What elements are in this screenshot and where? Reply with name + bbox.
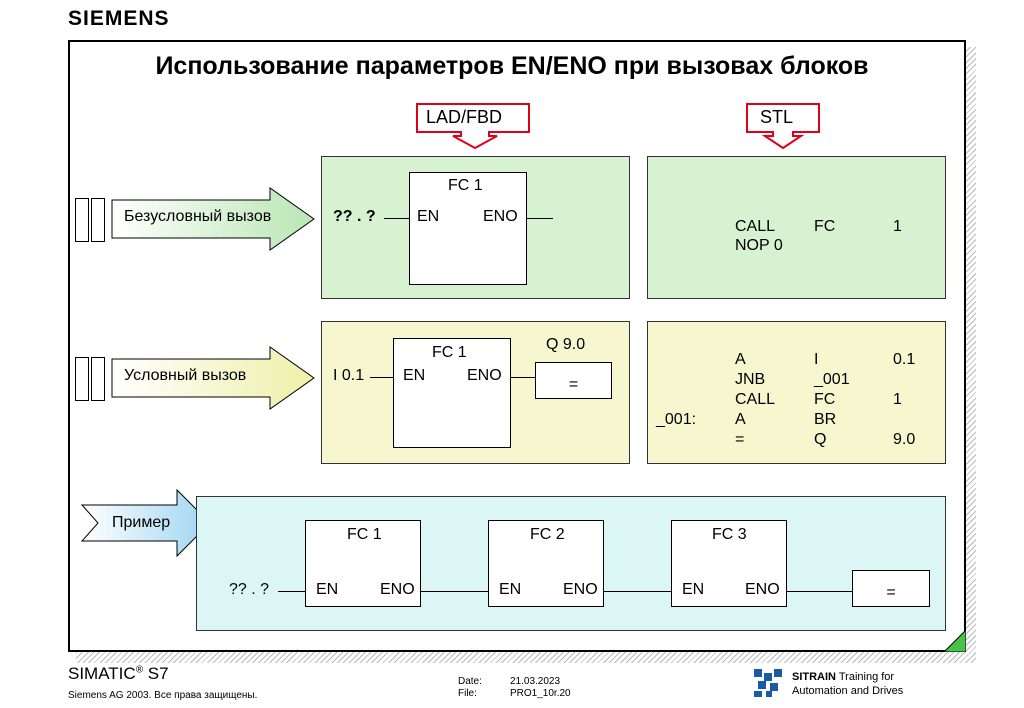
eno-pin: ENO xyxy=(483,208,518,225)
eno-pin: ENO xyxy=(563,581,598,598)
page-title: Использование параметров EN/ENO при вызо… xyxy=(155,52,869,80)
stl-line: NOP 0 xyxy=(735,237,783,254)
example-arrow xyxy=(80,488,211,558)
eno-pin: ENO xyxy=(745,581,780,598)
input-wire xyxy=(370,377,394,378)
conditional-label: Условный вызов xyxy=(124,367,247,384)
stl-line: A xyxy=(735,411,746,428)
sitrain-logo-icon xyxy=(754,669,782,697)
date-label: Date: xyxy=(458,676,482,687)
stl-line: A xyxy=(735,351,746,368)
input-wire xyxy=(384,218,410,219)
fc2-block xyxy=(488,520,604,607)
output-wire xyxy=(527,218,553,219)
input-wire xyxy=(278,591,306,592)
stl-line: FC xyxy=(814,218,836,235)
stl-line: JNB xyxy=(735,371,766,388)
stl-line: BR xyxy=(814,411,837,428)
conditional-stl-panel xyxy=(647,321,946,464)
eno-pin: ENO xyxy=(467,367,502,384)
output-wire xyxy=(511,377,535,378)
fc1-block-name: FC 1 xyxy=(347,526,382,543)
connection-wire xyxy=(421,591,488,592)
copyright: Siemens AG 2003. Все права защищены. xyxy=(68,690,258,701)
row-marker-bar xyxy=(91,198,105,242)
stl-label: STL xyxy=(760,107,794,127)
lad-fbd-label-arrow xyxy=(416,103,530,150)
fc1-block-name: FC 1 xyxy=(432,344,467,361)
en-pin: EN xyxy=(403,367,426,384)
en-pin: EN xyxy=(499,581,522,598)
product-name: SIMATIC® S7 xyxy=(68,664,169,683)
stl-line: FC xyxy=(814,391,836,408)
stl-line: _001 xyxy=(814,371,850,388)
fc3-block xyxy=(671,520,787,607)
stl-line: = xyxy=(735,431,745,448)
siemens-logo: SIEMENS xyxy=(68,7,170,30)
fc2-block-name: FC 2 xyxy=(530,526,565,543)
corner-marker xyxy=(944,630,966,652)
unconditional-label: Безусловный вызов xyxy=(124,208,272,225)
fc1-block xyxy=(393,338,511,448)
stl-line: 1 xyxy=(893,218,902,235)
output-coil: = xyxy=(535,362,612,399)
stl-line: Q xyxy=(814,431,827,448)
sitrain-line1: SITRAIN Training for xyxy=(792,671,895,683)
eno-pin: ENO xyxy=(380,581,415,598)
connection-wire xyxy=(787,591,852,592)
row-marker-bar xyxy=(91,357,105,401)
conditional-arrow xyxy=(111,346,315,410)
fc1-block-name: FC 1 xyxy=(448,177,483,194)
row-marker-bar xyxy=(75,357,89,401)
fc1-block xyxy=(409,172,527,285)
en-pin: EN xyxy=(417,208,440,225)
stl-line: CALL xyxy=(735,391,776,408)
stl-line: 0.1 xyxy=(893,351,916,368)
row-marker-bar xyxy=(75,198,89,242)
stl-line: CALL xyxy=(735,218,776,235)
unconditional-input: ?? . ? xyxy=(333,208,376,225)
stl-line: _001: xyxy=(656,411,697,428)
stl-label-arrow xyxy=(746,103,820,150)
example-input: ?? . ? xyxy=(229,581,270,598)
connection-wire xyxy=(604,591,671,592)
unconditional-arrow xyxy=(111,187,315,251)
stl-line: 1 xyxy=(893,391,902,408)
file-value: PRO1_10r.20 xyxy=(510,688,571,699)
example-label: Пример xyxy=(112,514,171,531)
fc1-block xyxy=(305,520,421,607)
output-coil: = xyxy=(852,570,930,607)
stl-line: I xyxy=(814,351,819,368)
sitrain-line2: Automation and Drives xyxy=(792,685,904,697)
conditional-input: I 0.1 xyxy=(333,367,365,384)
unconditional-stl-panel xyxy=(647,156,946,299)
fc3-block-name: FC 3 xyxy=(712,526,747,543)
stl-line: 9.0 xyxy=(893,431,916,448)
date-value: 21.03.2023 xyxy=(510,676,561,687)
en-pin: EN xyxy=(682,581,705,598)
file-label: File: xyxy=(458,688,477,699)
output-address: Q 9.0 xyxy=(546,336,586,353)
en-pin: EN xyxy=(316,581,339,598)
lad-fbd-label: LAD/FBD xyxy=(426,107,503,127)
